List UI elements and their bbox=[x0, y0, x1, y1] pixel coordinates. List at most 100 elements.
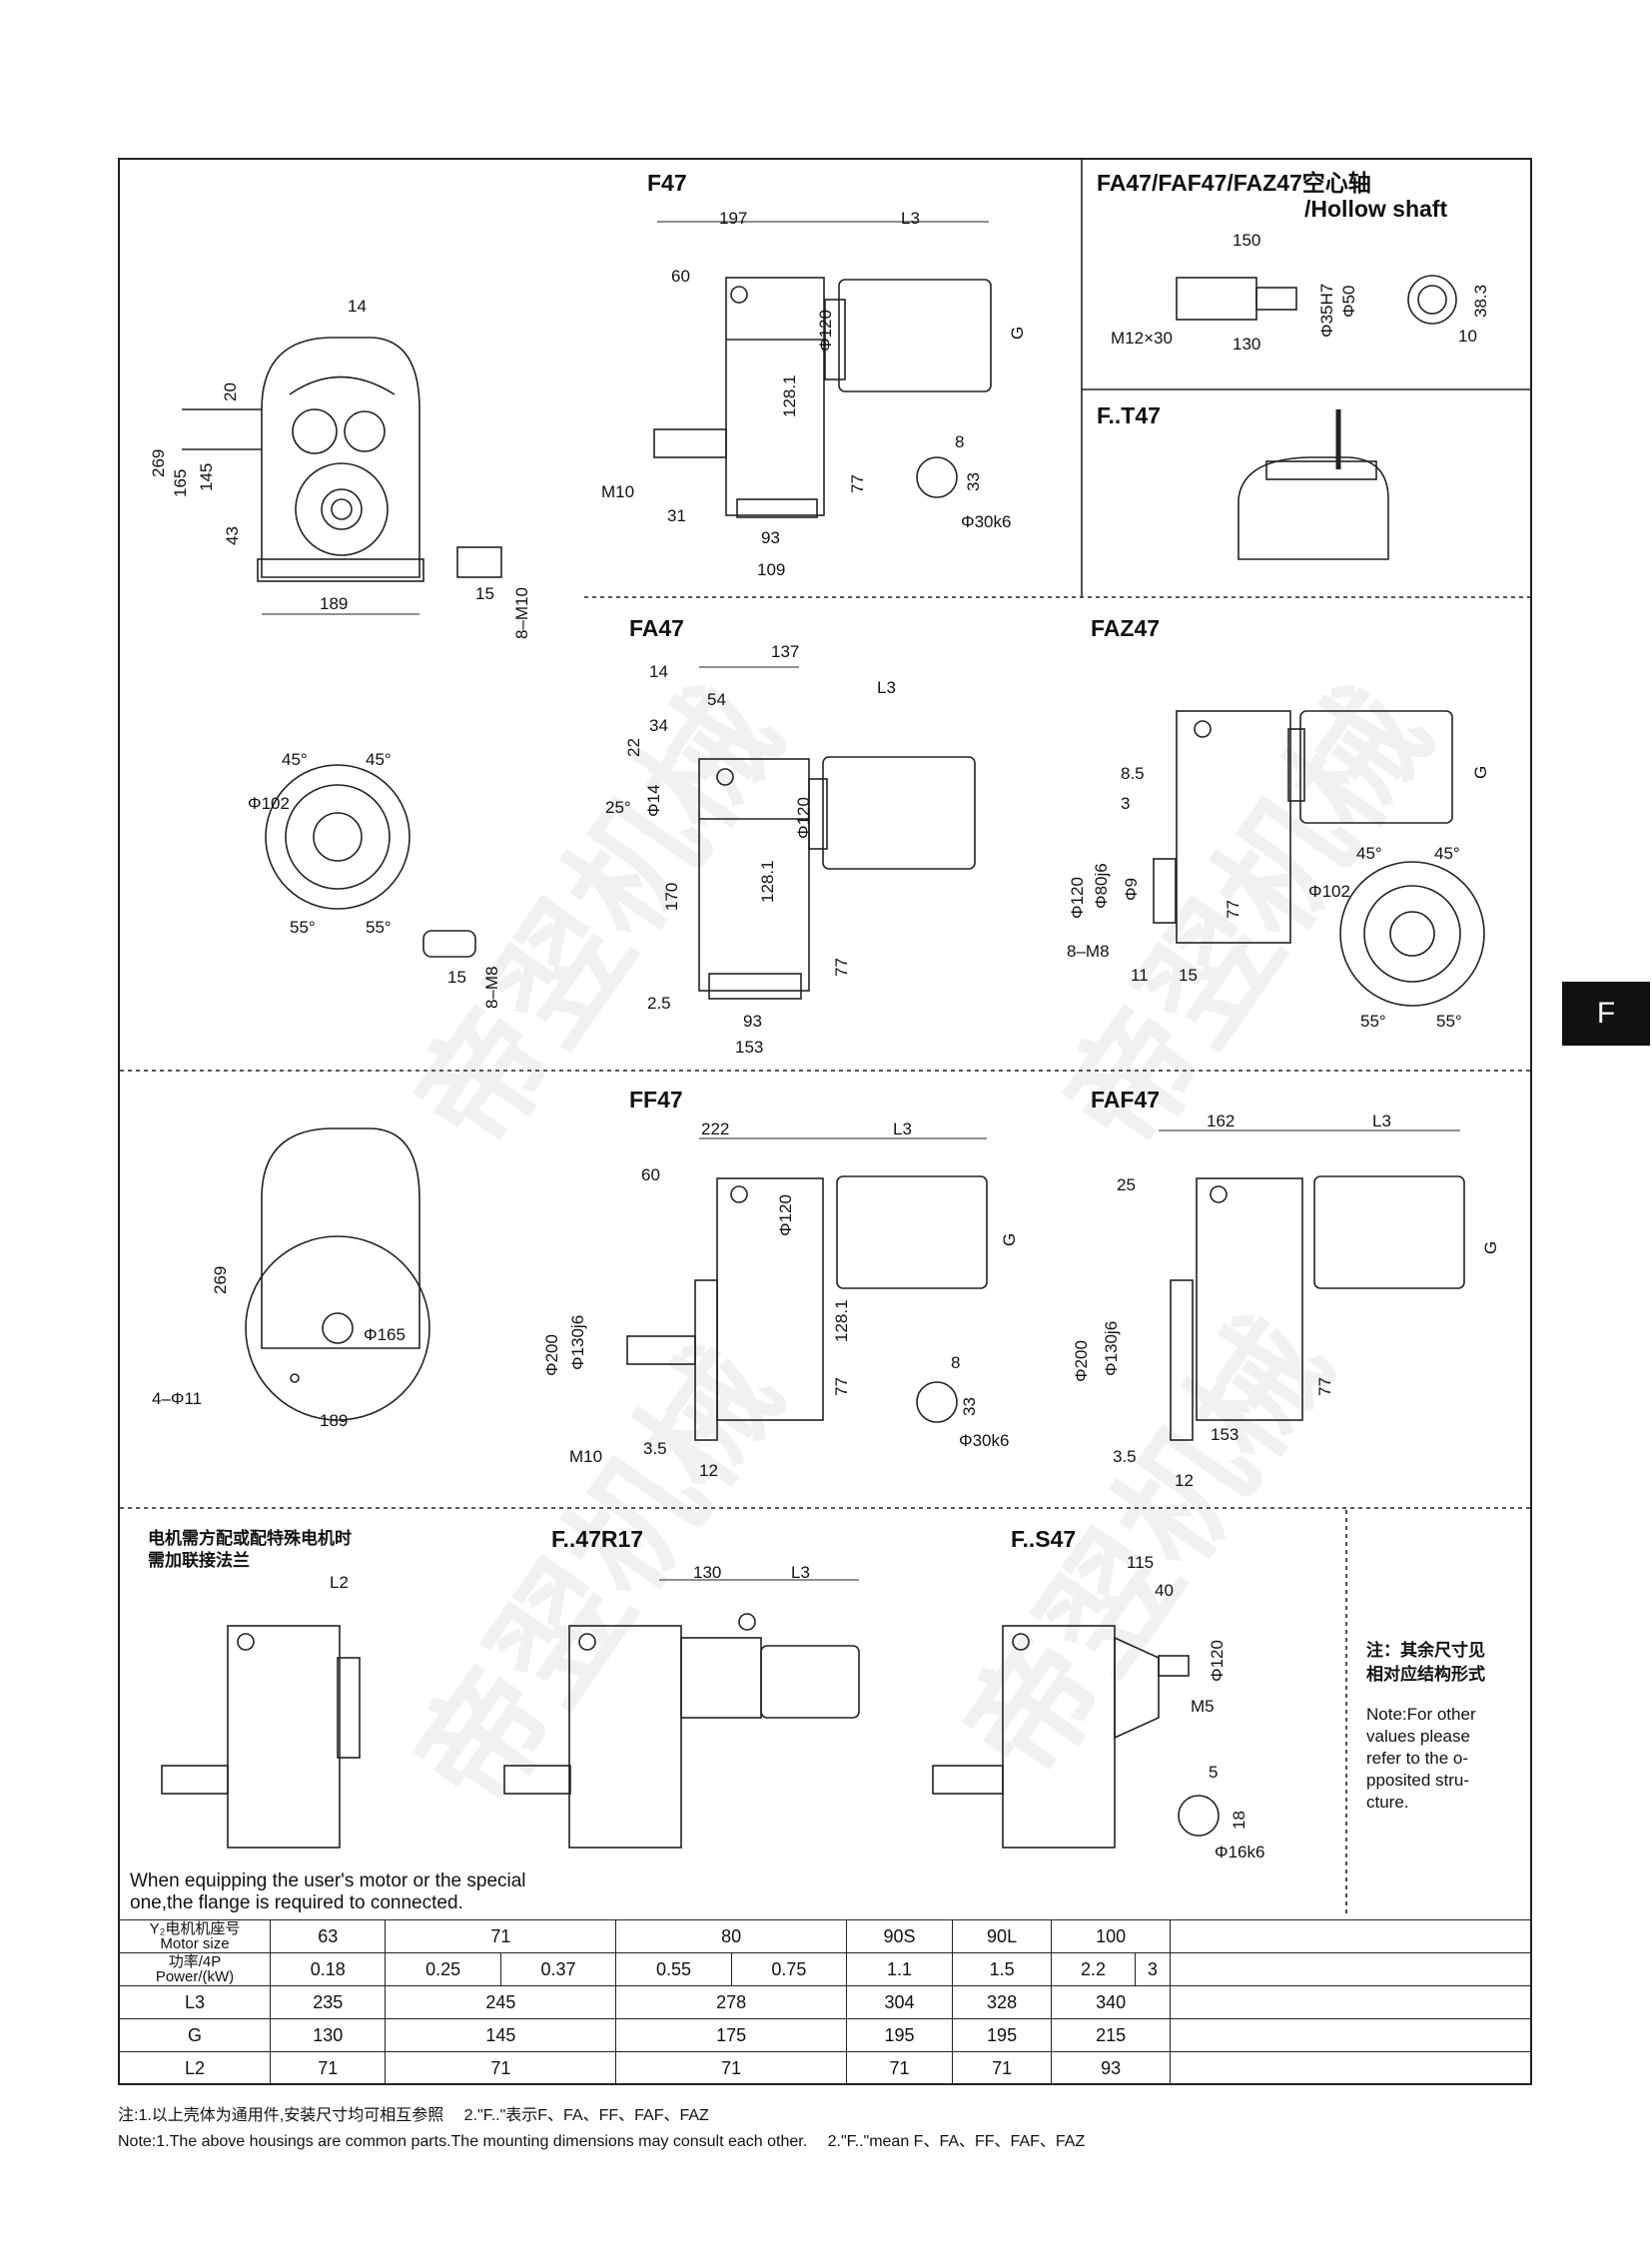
table-cell: 2.2 bbox=[1051, 1952, 1136, 1986]
title-faz47: FAZ47 bbox=[1091, 615, 1161, 641]
dim: 77 bbox=[832, 958, 851, 977]
faf47-side-view bbox=[1170, 1175, 1465, 1441]
dim: Φ200 bbox=[542, 1334, 561, 1376]
dim: 189 bbox=[320, 1411, 349, 1430]
dim: Φ200 bbox=[1072, 1340, 1091, 1382]
dim: Φ130j6 bbox=[568, 1314, 587, 1370]
dim: 5 bbox=[1209, 1763, 1219, 1782]
dim: 14 bbox=[649, 662, 668, 681]
dim: 77 bbox=[1224, 900, 1242, 919]
dim: M10 bbox=[569, 1447, 603, 1466]
title-fr47: F..47R17 bbox=[551, 1526, 644, 1552]
table-row: L3 235 245 278 304 328 340 bbox=[119, 1985, 1531, 2019]
f47-side-view bbox=[653, 277, 992, 518]
dim: 115 bbox=[1127, 1553, 1155, 1572]
other-note-en-4: pposited stru- bbox=[1366, 1771, 1469, 1790]
dim: 10 bbox=[1458, 327, 1477, 346]
dim: 153 bbox=[735, 1038, 764, 1057]
dim: Φ102 bbox=[248, 794, 290, 813]
table-cell: 0.18 bbox=[269, 1952, 387, 1986]
dim: L3 bbox=[877, 678, 896, 697]
title-faf47: FAF47 bbox=[1091, 1087, 1161, 1113]
faz47-flange-view bbox=[1339, 861, 1485, 1007]
ft47-view bbox=[1238, 409, 1389, 560]
table-cell bbox=[1170, 2018, 1531, 2052]
dim: 8 bbox=[951, 1353, 961, 1372]
dim: 93 bbox=[743, 1012, 762, 1031]
ff47-end-view bbox=[245, 1127, 430, 1421]
fr47-view bbox=[503, 1613, 860, 1849]
dim: G bbox=[1008, 326, 1027, 340]
table-cell: 100 bbox=[1051, 1919, 1171, 1953]
dim: 45° bbox=[1356, 844, 1382, 863]
table-cell: 90L bbox=[951, 1919, 1053, 1953]
table-cell: 71 bbox=[846, 2051, 953, 2085]
dim: 60 bbox=[641, 1165, 660, 1184]
footnote-en: Note:1.The above housings are common par… bbox=[118, 2133, 1086, 2150]
dim: Φ120 bbox=[816, 310, 835, 352]
dim: 77 bbox=[832, 1377, 851, 1396]
dim: 45° bbox=[282, 750, 308, 769]
dim: 3.5 bbox=[1113, 1447, 1137, 1466]
dim: G bbox=[1000, 1232, 1019, 1246]
table-cell: 130 bbox=[269, 2018, 387, 2052]
table-header: L2 bbox=[119, 2051, 271, 2085]
table-cell bbox=[1170, 1952, 1531, 1986]
dim: Φ30k6 bbox=[961, 512, 1012, 531]
dim: 34 bbox=[649, 716, 668, 735]
shaft-section bbox=[916, 456, 958, 498]
dim: 20 bbox=[221, 382, 240, 401]
dim: 12 bbox=[1175, 1471, 1194, 1490]
other-note-en-1: Note:For other bbox=[1366, 1705, 1476, 1724]
dim: 128.1 bbox=[832, 1299, 851, 1342]
f47-end-view bbox=[182, 337, 424, 582]
table-cell: 71 bbox=[615, 2051, 848, 2085]
dim: 153 bbox=[1211, 1425, 1239, 1444]
dim: 189 bbox=[320, 594, 349, 613]
dim: 45° bbox=[366, 750, 392, 769]
dim: 45° bbox=[1434, 844, 1460, 863]
motor-note-cn-2: 需加联接法兰 bbox=[148, 1551, 250, 1570]
table-cell: 340 bbox=[1051, 1985, 1171, 2019]
dim: 93 bbox=[761, 528, 780, 547]
fs47-view bbox=[932, 1625, 1190, 1849]
dim: G bbox=[1481, 1240, 1500, 1254]
table-cell: 304 bbox=[846, 1985, 953, 2019]
flange-variant-view bbox=[161, 1625, 361, 1849]
table-cell: 0.37 bbox=[499, 1952, 617, 1986]
dim: 3.5 bbox=[643, 1439, 667, 1458]
key-detail bbox=[456, 546, 502, 578]
dim: L2 bbox=[330, 1573, 349, 1592]
motor-note-en-2: one,the flange is required to connected. bbox=[130, 1892, 463, 1913]
table-cell: 80 bbox=[615, 1919, 848, 1953]
dim: 8.5 bbox=[1121, 764, 1145, 783]
dim: Φ120 bbox=[1068, 877, 1087, 919]
dim: 55° bbox=[1436, 1012, 1462, 1031]
ff47-side-view bbox=[626, 1175, 988, 1441]
dim: Φ30k6 bbox=[959, 1431, 1010, 1450]
dim: Φ80j6 bbox=[1092, 863, 1111, 909]
dim: 22 bbox=[624, 738, 643, 757]
dim: Φ16k6 bbox=[1215, 1843, 1265, 1862]
other-note-cn-1: 注：其余尺寸见 bbox=[1366, 1641, 1485, 1660]
dim: 33 bbox=[964, 472, 983, 491]
table-cell bbox=[1170, 1985, 1531, 2019]
dim: 31 bbox=[667, 506, 686, 525]
dimension-lines bbox=[262, 221, 1460, 1581]
dim: G bbox=[1471, 765, 1490, 779]
dim: 162 bbox=[1207, 1112, 1236, 1130]
dim: Φ50 bbox=[1339, 285, 1358, 318]
table-cell: 71 bbox=[385, 2051, 617, 2085]
dim: Φ9 bbox=[1122, 877, 1141, 901]
dim: 15 bbox=[475, 584, 494, 603]
dim: 15 bbox=[447, 968, 466, 987]
table-cell: 195 bbox=[951, 2018, 1053, 2052]
section-tab[interactable]: F bbox=[1562, 982, 1650, 1046]
dim: 15 bbox=[1179, 966, 1198, 985]
title-hollow-en: /Hollow shaft bbox=[1304, 196, 1448, 222]
dim: 55° bbox=[366, 918, 392, 937]
dim: 109 bbox=[757, 560, 786, 579]
motor-note-cn-1: 电机需方配或配特殊电机时 bbox=[148, 1529, 352, 1548]
table-cell: 235 bbox=[269, 1985, 387, 2019]
